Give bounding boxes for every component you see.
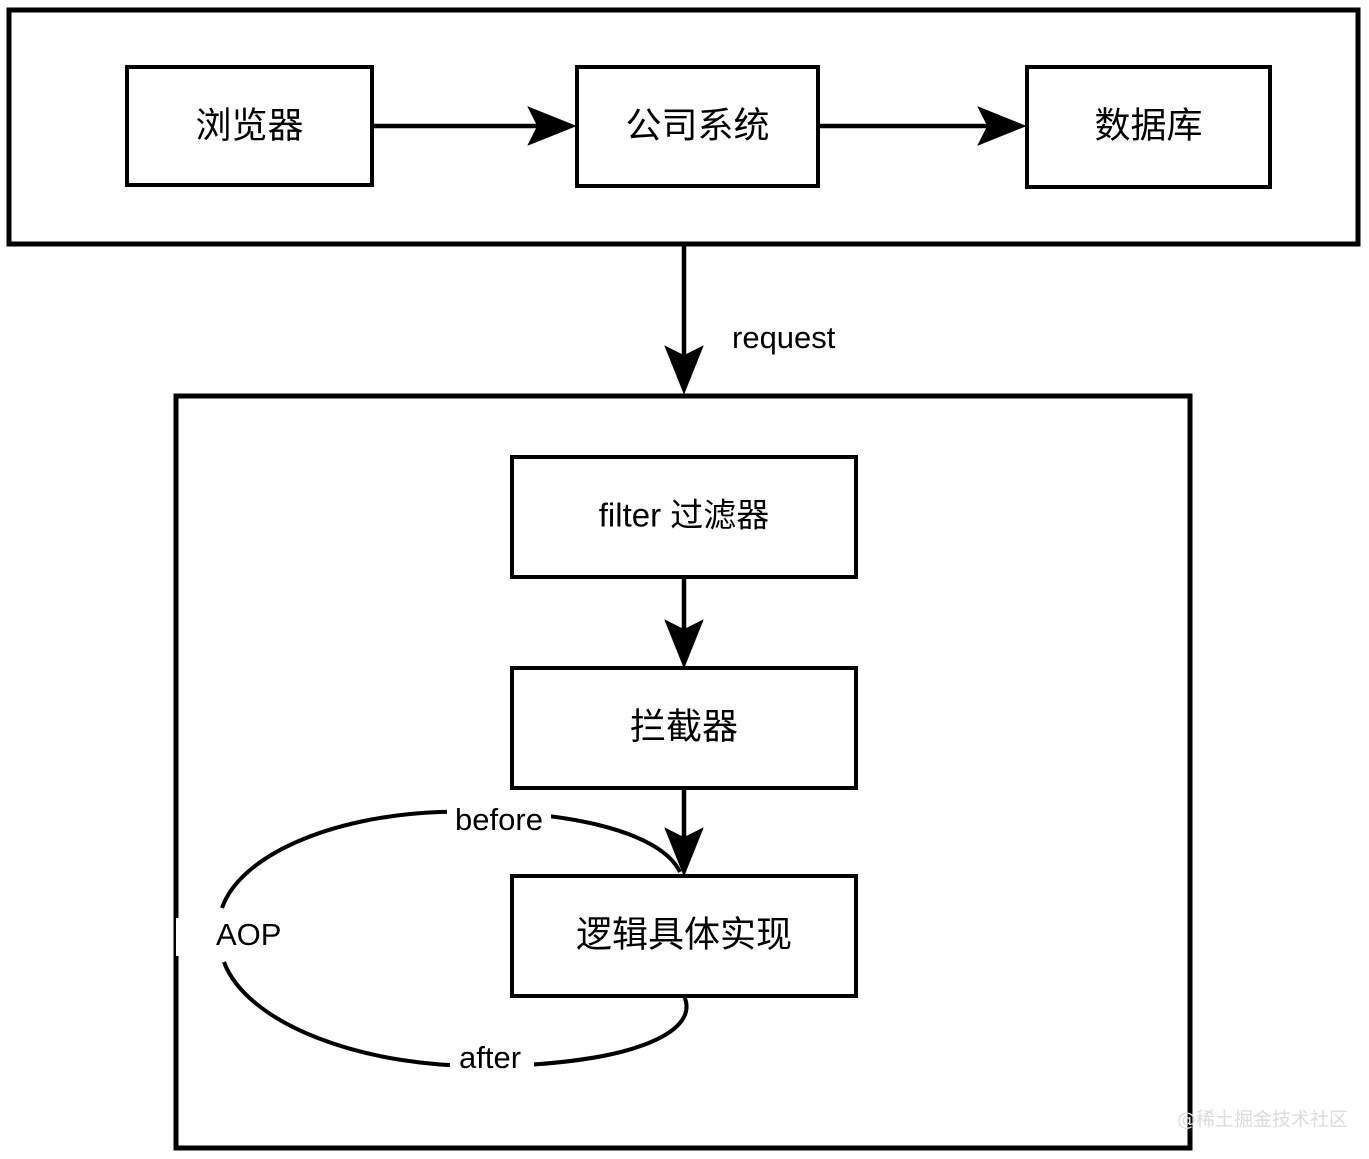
node-label-browser: 浏览器 xyxy=(195,105,303,146)
node-box-browser[interactable] xyxy=(125,65,374,187)
edge-label-aop: AOP xyxy=(216,917,281,952)
edge-label-aop-mask xyxy=(176,918,260,956)
node-label-interceptor: 拦截器 xyxy=(630,706,738,747)
edge-label-before: before xyxy=(455,802,543,837)
node-label-database: 数据库 xyxy=(1094,105,1202,146)
watermark: @稀土掘金技术社区 xyxy=(1177,1109,1348,1131)
node-box-interceptor[interactable] xyxy=(510,666,858,790)
edge-label-request: request xyxy=(732,320,836,355)
edge-aop-before-curve xyxy=(220,809,682,909)
edge-label-before-mask xyxy=(447,802,551,842)
internal-processing-container xyxy=(173,393,1193,1151)
node-label-company-system: 公司系统 xyxy=(625,105,769,146)
node-box-database[interactable] xyxy=(1025,65,1272,189)
edge-label-after: after xyxy=(459,1040,521,1075)
node-label-business-logic: 逻辑具体实现 xyxy=(576,914,792,955)
node-label-filter: filter 过滤器 xyxy=(599,497,770,534)
edge-label-after-mask xyxy=(450,1040,534,1080)
